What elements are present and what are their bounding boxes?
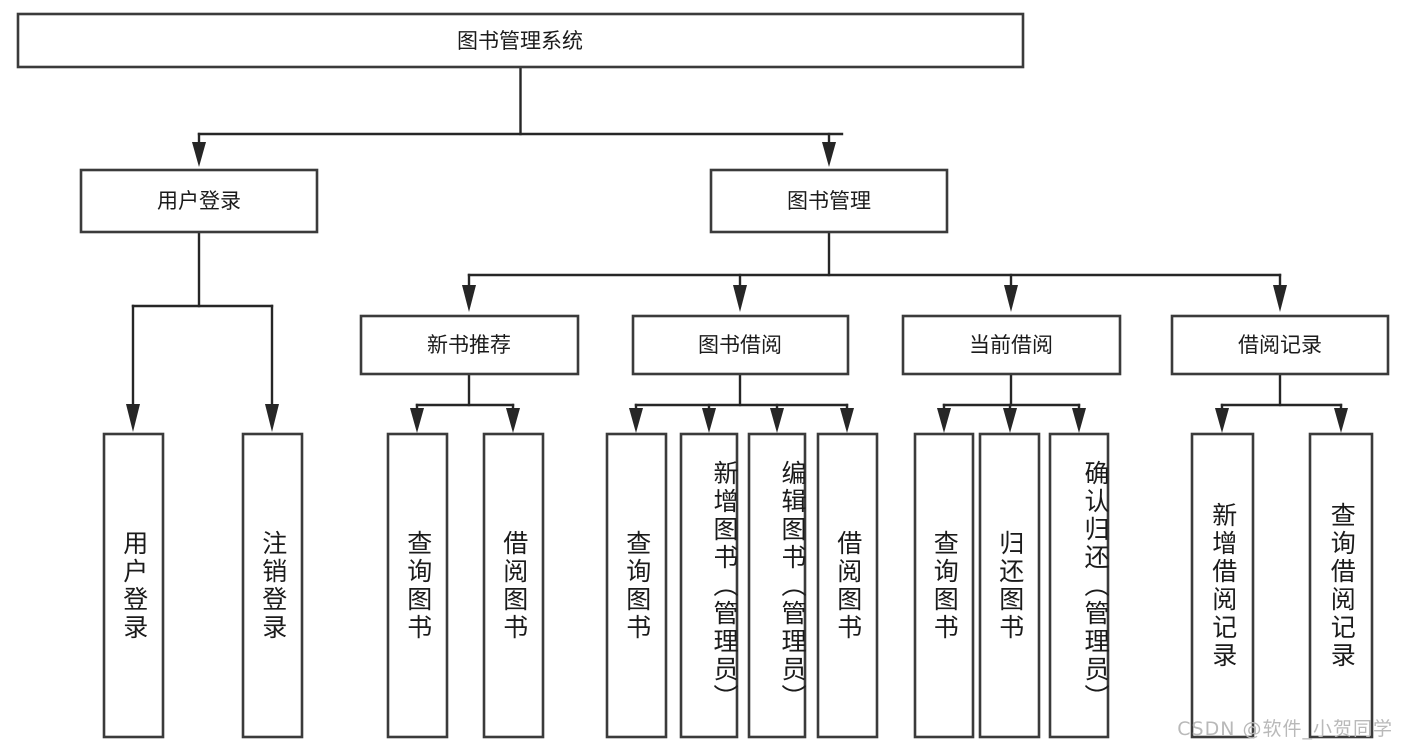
- connector-group-user-login: [126, 230, 279, 432]
- node-new-book-recommend[interactable]: 新书推荐: [359, 314, 580, 376]
- arrow-head-current-borrow: [1004, 285, 1018, 312]
- arrow-head-leaf-edit-book: [770, 408, 784, 433]
- node-user-login-label: 用户登录: [157, 189, 241, 213]
- node-root[interactable]: 图书管理系统: [16, 12, 1025, 69]
- csdn-watermark: CSDN @软件_小贺同学: [1177, 718, 1393, 740]
- arrow-head-leaf-query-book-2: [629, 408, 643, 433]
- node-user-login-box[interactable]: [79, 168, 319, 234]
- arrow-head-leaf-query-book-3: [937, 408, 951, 433]
- node-current-borrow-label: 当前借阅: [969, 333, 1053, 357]
- leaf-query-book-3-box[interactable]: [913, 432, 975, 739]
- node-book-borrow[interactable]: 图书借阅: [631, 314, 850, 376]
- leaf-return-book-box[interactable]: [978, 432, 1041, 739]
- arrow-head-leaf-query-book-1: [410, 408, 424, 433]
- leaf-confirm-return-box[interactable]: [1048, 432, 1110, 739]
- arrow-head-leaf-borrow-book-1: [506, 408, 520, 433]
- arrow-head-new-book-recommend: [462, 285, 476, 312]
- leaf-query-record-box[interactable]: [1308, 432, 1374, 739]
- node-root-box[interactable]: [16, 12, 1025, 69]
- arrow-head-user-login: [192, 142, 206, 167]
- leaf-boxes: [102, 432, 1374, 739]
- node-book-management-label: 图书管理: [787, 189, 871, 213]
- node-current-borrow-box[interactable]: [901, 314, 1122, 376]
- node-borrow-record-box[interactable]: [1170, 314, 1390, 376]
- arrow-head-leaf-user-login: [126, 404, 140, 432]
- leaf-user-login-box[interactable]: [102, 432, 165, 739]
- arrow-head-leaf-borrow-book-2: [840, 408, 854, 433]
- connector-group-new-book-recommend: [410, 372, 520, 433]
- node-book-borrow-box[interactable]: [631, 314, 850, 376]
- connector-group-current-borrow: [937, 372, 1086, 433]
- leaf-query-book-1-box[interactable]: [386, 432, 449, 739]
- connector-group-book-borrow: [629, 372, 854, 433]
- leaf-borrow-book-2-box[interactable]: [816, 432, 879, 739]
- arrow-head-leaf-add-record: [1215, 408, 1229, 433]
- arrow-head-leaf-add-book: [702, 408, 716, 433]
- node-new-book-recommend-box[interactable]: [359, 314, 580, 376]
- arrow-head-leaf-user-logout: [265, 404, 279, 432]
- node-borrow-record-label: 借阅记录: [1238, 333, 1322, 357]
- connector-group-root: [192, 65, 844, 167]
- leaf-add-book-box[interactable]: [679, 432, 739, 739]
- arrow-head-leaf-query-record: [1334, 408, 1348, 433]
- leaf-add-record-box[interactable]: [1190, 432, 1255, 739]
- node-root-label: 图书管理系统: [457, 29, 583, 53]
- arrow-head-borrow-record: [1273, 285, 1287, 312]
- node-book-borrow-label: 图书借阅: [698, 333, 782, 357]
- arrow-head-leaf-return-book: [1003, 408, 1017, 433]
- leaf-user-logout-box[interactable]: [241, 432, 304, 739]
- node-new-book-recommend-label: 新书推荐: [427, 333, 511, 357]
- connector-group-book-management: [462, 230, 1287, 312]
- node-book-management-box[interactable]: [709, 168, 949, 234]
- node-borrow-record[interactable]: 借阅记录: [1170, 314, 1390, 376]
- node-book-management[interactable]: 图书管理: [709, 168, 949, 234]
- arrow-head-book-borrow: [733, 285, 747, 312]
- node-current-borrow[interactable]: 当前借阅: [901, 314, 1122, 376]
- leaf-borrow-book-1-box[interactable]: [482, 432, 545, 739]
- arrow-head-book-management: [822, 142, 836, 167]
- connector-group-borrow-record: [1215, 372, 1348, 433]
- node-user-login[interactable]: 用户登录: [79, 168, 319, 234]
- arrow-head-leaf-confirm-return: [1072, 408, 1086, 433]
- leaf-edit-book-box[interactable]: [747, 432, 807, 739]
- leaf-query-book-2-box[interactable]: [605, 432, 668, 739]
